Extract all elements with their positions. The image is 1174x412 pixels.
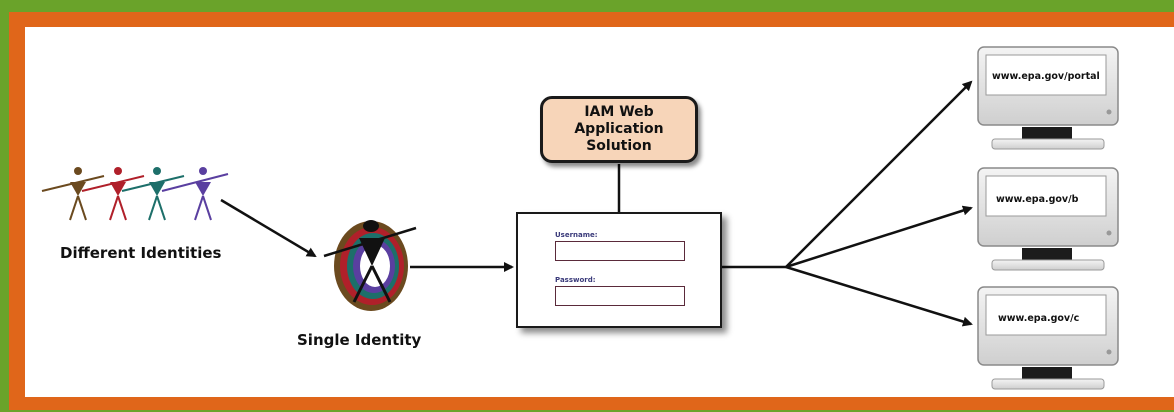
different-identities-label: Different Identities — [60, 244, 222, 262]
identity-figure-purple — [161, 167, 229, 221]
arrow-to-portal-1 — [785, 80, 973, 268]
login-form: Username: Password: — [516, 212, 722, 328]
single-identity-label: Single Identity — [297, 331, 422, 349]
identity-figure-red — [81, 167, 145, 221]
portal-url-1[interactable]: www.epa.gov/portal — [992, 71, 1100, 82]
single-identity-emblem — [323, 220, 417, 311]
arrow-to-portal-3 — [785, 265, 973, 327]
username-label: Username: — [555, 231, 598, 239]
arrow-to-portal-2 — [785, 205, 973, 269]
identity-figure-brown — [41, 167, 105, 221]
computer-monitor-3: www.epa.gov/c — [977, 286, 1119, 390]
iam-solution-title: IAM Web Application Solution — [574, 104, 664, 154]
iam-solution-box: IAM Web Application Solution — [540, 96, 698, 163]
portal-connectors — [722, 80, 973, 327]
password-label: Password: — [555, 276, 596, 284]
computer-monitor-2: www.epa.gov/b — [977, 167, 1119, 271]
arrow-to-single-identity — [220, 198, 317, 258]
computer-monitor-1: www.epa.gov/portal — [977, 46, 1119, 150]
password-input[interactable] — [555, 286, 685, 306]
username-input[interactable] — [555, 241, 685, 261]
portal-url-3[interactable]: www.epa.gov/c — [998, 313, 1079, 324]
identity-figure-teal — [121, 167, 185, 221]
portal-url-2[interactable]: www.epa.gov/b — [996, 194, 1079, 205]
different-identities-figures — [41, 167, 229, 221]
